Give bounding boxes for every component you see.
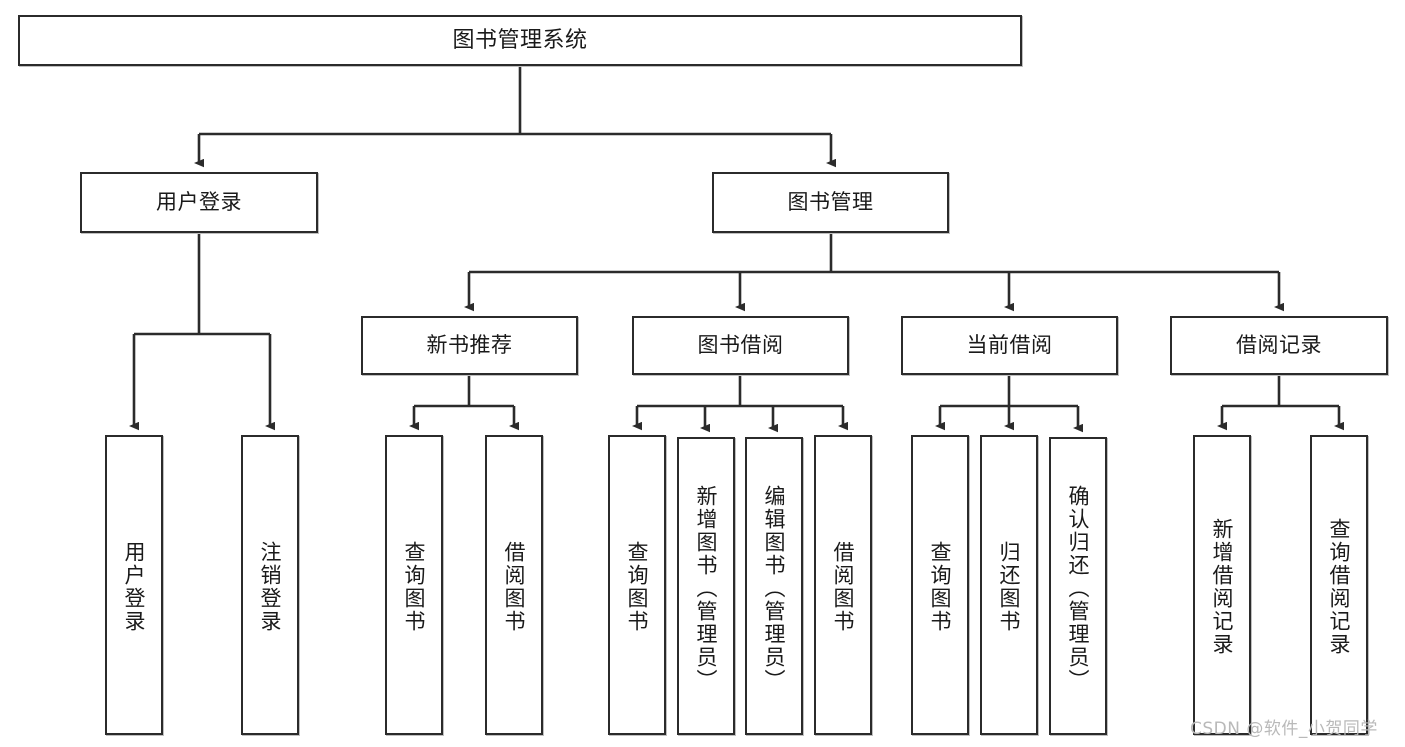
node-new-book-rec[interactable]: 新书推荐 bbox=[361, 316, 578, 375]
node-label: 查询借阅记录 bbox=[1327, 518, 1352, 656]
node-user-login[interactable]: 用户登录 bbox=[80, 172, 318, 233]
node-label: 用户登录 bbox=[122, 541, 147, 633]
node-borrow-record[interactable]: 借阅记录 bbox=[1170, 316, 1388, 375]
node-label: 图书管理系统 bbox=[452, 27, 588, 53]
leaf-edit-book[interactable]: 编辑图书（管理员） bbox=[745, 437, 803, 735]
leaf-query-book-2[interactable]: 查询图书 bbox=[608, 435, 666, 735]
node-label: 借阅图书 bbox=[502, 541, 527, 633]
leaf-borrow-book-1[interactable]: 借阅图书 bbox=[485, 435, 543, 735]
node-label: 确认归还（管理员） bbox=[1066, 484, 1091, 692]
node-label: 借阅图书 bbox=[831, 541, 856, 633]
node-label: 图书管理 bbox=[787, 190, 874, 215]
node-label: 编辑图书（管理员） bbox=[762, 484, 787, 692]
leaf-user-login[interactable]: 用户登录 bbox=[105, 435, 163, 735]
node-label: 当前借阅 bbox=[966, 333, 1053, 358]
node-label: 归还图书 bbox=[997, 541, 1022, 633]
node-label: 查询图书 bbox=[402, 541, 427, 633]
leaf-logout-login[interactable]: 注销登录 bbox=[241, 435, 299, 735]
node-label: 图书借阅 bbox=[697, 333, 784, 358]
node-label: 用户登录 bbox=[156, 190, 242, 215]
leaf-query-record[interactable]: 查询借阅记录 bbox=[1310, 435, 1368, 735]
leaf-add-book[interactable]: 新增图书（管理员） bbox=[677, 437, 735, 735]
node-label: 查询图书 bbox=[928, 541, 953, 633]
node-label: 新增图书（管理员） bbox=[694, 484, 719, 692]
leaf-confirm-return[interactable]: 确认归还（管理员） bbox=[1049, 437, 1107, 735]
leaf-borrow-book-2[interactable]: 借阅图书 bbox=[814, 435, 872, 735]
node-label: 注销登录 bbox=[258, 541, 283, 633]
node-book-manage[interactable]: 图书管理 bbox=[712, 172, 949, 233]
leaf-return-book[interactable]: 归还图书 bbox=[980, 435, 1038, 735]
node-label: 借阅记录 bbox=[1236, 333, 1322, 358]
leaf-query-book-1[interactable]: 查询图书 bbox=[385, 435, 443, 735]
node-label: 新书推荐 bbox=[426, 333, 513, 358]
leaf-query-book-3[interactable]: 查询图书 bbox=[911, 435, 969, 735]
node-label: 新增借阅记录 bbox=[1210, 518, 1235, 656]
node-label: 查询图书 bbox=[625, 541, 650, 633]
node-current-borrow[interactable]: 当前借阅 bbox=[901, 316, 1118, 375]
node-root-system[interactable]: 图书管理系统 bbox=[18, 15, 1022, 66]
node-book-borrow[interactable]: 图书借阅 bbox=[632, 316, 849, 375]
csdn-watermark: CSDN @软件_小贺同学 bbox=[1190, 719, 1378, 739]
leaf-add-record[interactable]: 新增借阅记录 bbox=[1193, 435, 1251, 735]
